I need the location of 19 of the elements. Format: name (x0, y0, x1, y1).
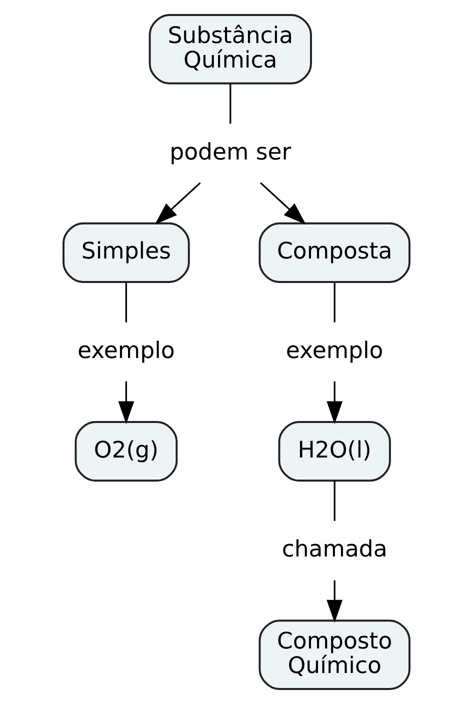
node-text: exemplo (77, 338, 174, 364)
connector (333, 480, 335, 521)
arrow (259, 182, 306, 225)
connector (333, 282, 335, 322)
node-box: Simples (62, 222, 190, 283)
node-text: podem ser (169, 139, 291, 166)
arrow (154, 182, 200, 225)
connector (124, 282, 126, 322)
arrow (326, 580, 342, 623)
node-box: Substância Química (148, 14, 312, 84)
node-box: Composta (258, 222, 410, 283)
arrow (118, 381, 134, 424)
node-text: chamada (281, 536, 387, 563)
arrow (326, 381, 342, 424)
node-box: Composto Químico (258, 620, 410, 690)
node-text: exemplo (285, 338, 383, 364)
node-box: H2O(l) (278, 421, 390, 482)
connector (229, 84, 231, 124)
node-box: O2(g) (74, 421, 178, 482)
